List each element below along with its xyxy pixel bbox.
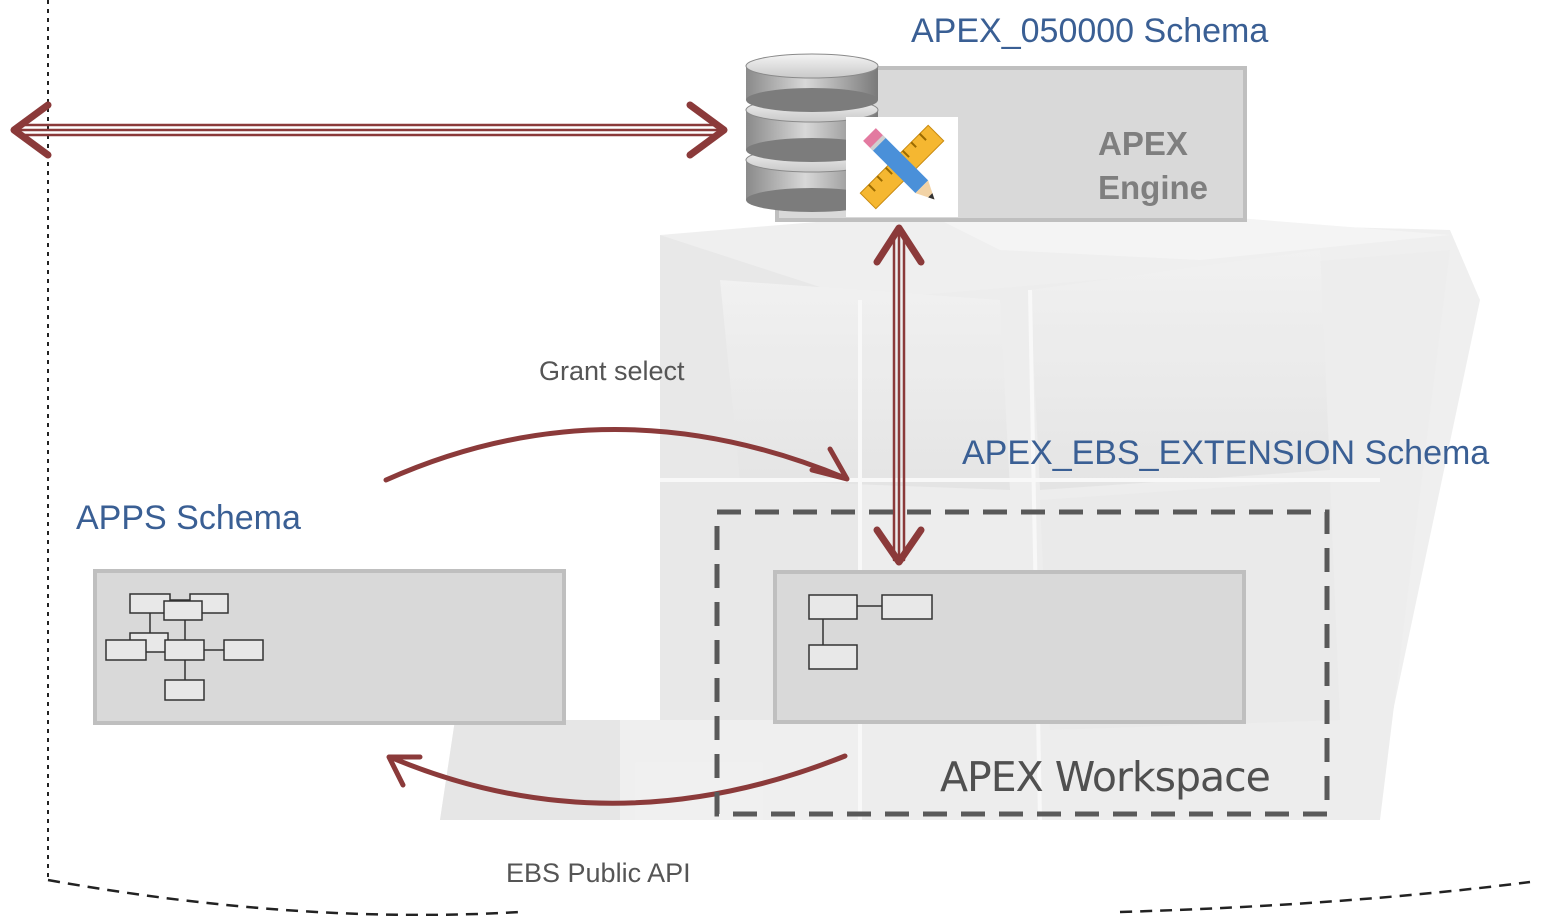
grant-select-label: Grant select bbox=[539, 356, 685, 386]
horizontal-double-arrow bbox=[10, 101, 728, 159]
vertical-double-arrow bbox=[873, 224, 925, 566]
apex-workspace-frame bbox=[714, 509, 1330, 817]
grant-select-arrow bbox=[383, 427, 850, 483]
table-diagram-icon bbox=[105, 593, 264, 701]
apex-engine-label-line1: APEX bbox=[1098, 125, 1188, 162]
ebs-public-api-arrow bbox=[386, 753, 848, 806]
apex-workspace-label: APEX Workspace bbox=[940, 753, 1271, 801]
apex-engine-label-line2: Engine bbox=[1098, 169, 1209, 206]
ebs-public-api-label: EBS Public API bbox=[506, 858, 691, 888]
apps-schema-label: APPS Schema bbox=[76, 499, 301, 537]
apex-schema-label: APEX_050000 Schema bbox=[911, 12, 1269, 50]
ebs-extension-schema-label: APEX_EBS_EXTENSION Schema bbox=[962, 434, 1490, 472]
pencil-ruler-icon bbox=[846, 117, 958, 217]
table-diagram-icon bbox=[808, 594, 933, 670]
database-boundary bbox=[47, 0, 1531, 916]
